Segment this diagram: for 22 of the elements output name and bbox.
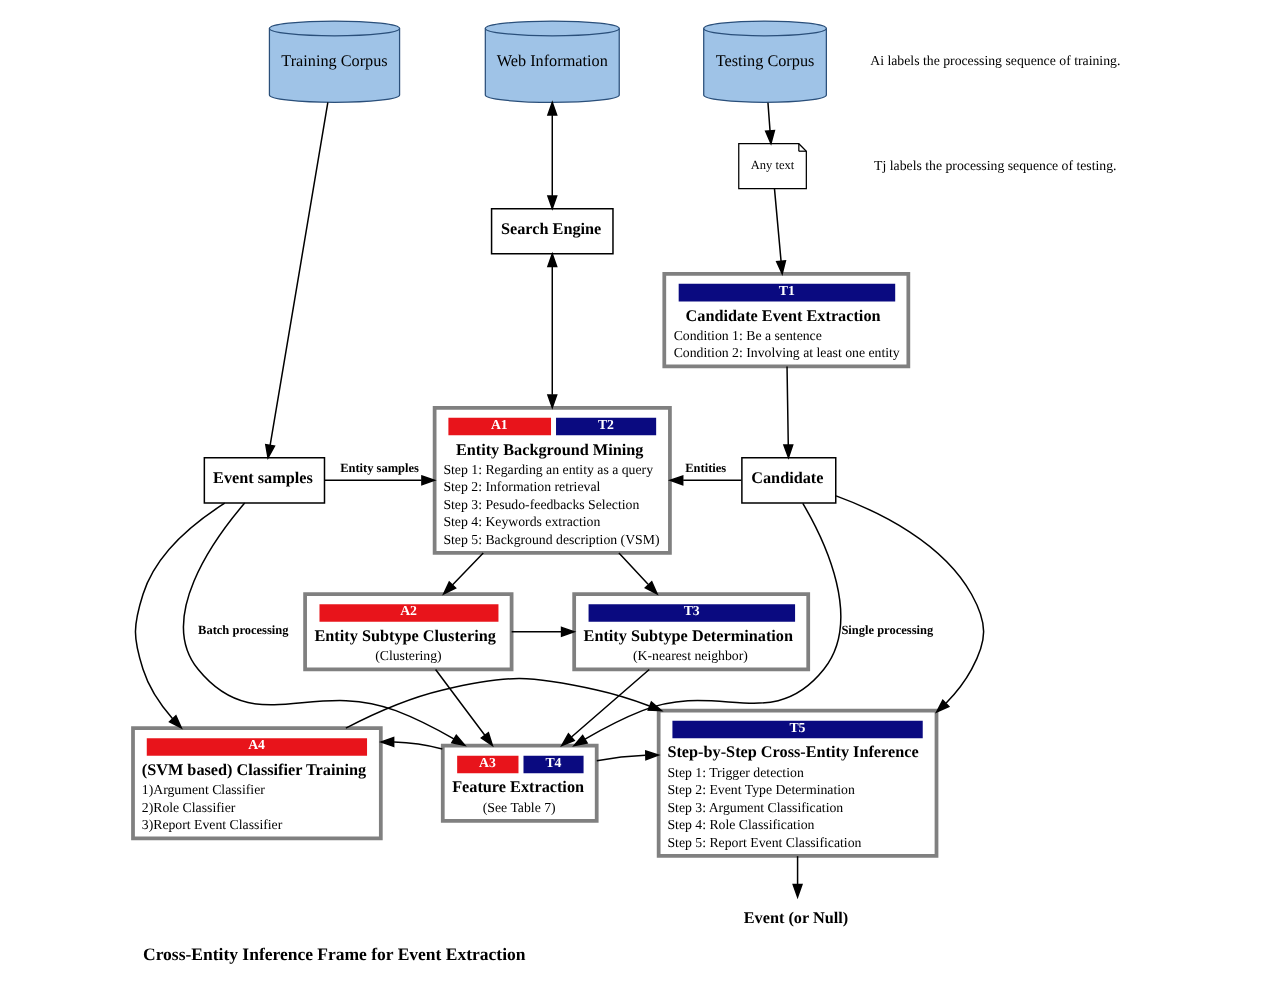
arrow: [666, 474, 742, 486]
arrow: [559, 668, 649, 747]
arrow: [344, 677, 663, 729]
arrow: [377, 736, 443, 750]
arrow: [763, 101, 775, 146]
arrow: [509, 626, 576, 638]
arrow: [441, 552, 483, 596]
arrow: [595, 749, 660, 762]
arrow: [617, 552, 658, 596]
arrow: [571, 502, 841, 747]
arrow: [133, 502, 225, 730]
arrow: [772, 188, 786, 276]
arrow: [834, 495, 984, 714]
caption: Cross-Entity Inference Frame for Event Extraction: [142, 943, 525, 964]
arrow: [545, 100, 557, 211]
arrow: [791, 855, 802, 900]
arrow: [545, 251, 557, 410]
arrow: [181, 502, 466, 747]
arrow: [781, 365, 793, 460]
arrow: [323, 474, 436, 486]
arrow: [263, 101, 328, 460]
arrow: [433, 668, 493, 748]
